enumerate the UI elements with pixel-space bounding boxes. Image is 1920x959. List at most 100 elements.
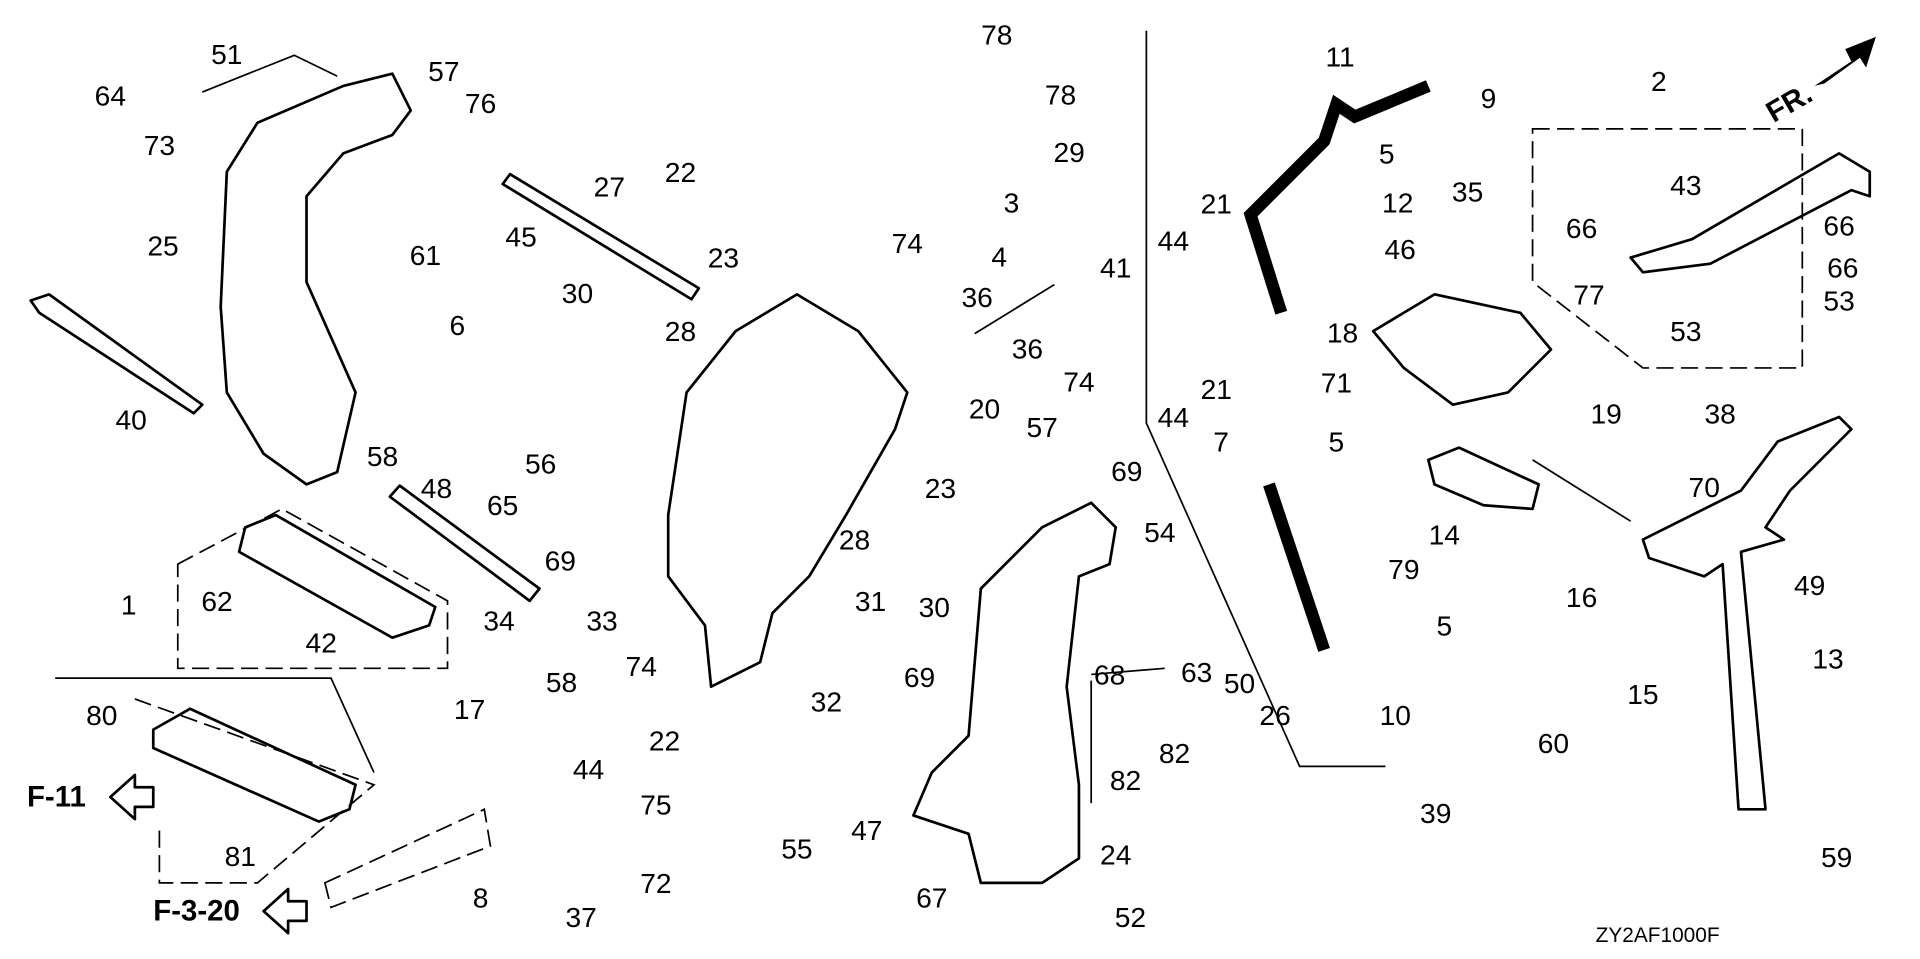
callout-11: 11	[1325, 41, 1354, 73]
figure-code: ZY2AF1000F	[1596, 924, 1720, 947]
callout-65: 65	[487, 489, 518, 521]
callout-58: 58	[367, 440, 398, 472]
callout-39: 39	[1420, 797, 1451, 829]
arrow-left-icon	[108, 773, 155, 821]
callout-80: 80	[86, 699, 117, 731]
callout-71: 71	[1321, 367, 1352, 399]
callout-44: 44	[1158, 224, 1189, 256]
callout-4: 4	[991, 240, 1007, 272]
rod-2	[1629, 152, 1872, 274]
callout-74: 74	[1063, 365, 1094, 397]
callout-47: 47	[851, 814, 882, 846]
front-label: FR.	[1761, 77, 1819, 129]
reference-f-11[interactable]: F-11	[27, 773, 155, 821]
callout-77: 77	[1573, 278, 1604, 310]
part-drawings	[29, 72, 1872, 885]
callout-15: 15	[1627, 678, 1658, 710]
callout-59: 59	[1821, 841, 1852, 873]
tilt-shaft	[501, 172, 701, 301]
callout-66: 66	[1823, 210, 1854, 242]
front-arrow-icon	[1814, 36, 1876, 86]
callout-14: 14	[1429, 519, 1460, 551]
callout-30: 30	[562, 277, 593, 309]
callout-31: 31	[855, 585, 886, 617]
callout-23: 23	[708, 242, 739, 274]
callout-66: 66	[1566, 212, 1597, 244]
callout-63: 63	[1181, 656, 1212, 688]
hose	[1243, 80, 1431, 315]
callout-5: 5	[1436, 609, 1452, 641]
callout-28: 28	[665, 315, 696, 347]
callout-73: 73	[144, 129, 175, 161]
callout-45: 45	[505, 221, 536, 253]
callout-58: 58	[546, 666, 577, 698]
callout-19: 19	[1590, 397, 1621, 429]
callout-76: 76	[465, 87, 496, 119]
stern-bracket-left	[219, 72, 413, 486]
callout-68: 68	[1094, 658, 1125, 690]
callout-26: 26	[1259, 699, 1290, 731]
callout-61: 61	[410, 239, 441, 271]
callout-72: 72	[640, 867, 671, 899]
callout-34: 34	[483, 604, 514, 636]
bolt-40	[29, 293, 204, 415]
callout-16: 16	[1566, 581, 1597, 613]
callout-10: 10	[1380, 699, 1411, 731]
callout-38: 38	[1704, 397, 1735, 429]
callout-44: 44	[1158, 401, 1189, 433]
callout-30: 30	[919, 591, 950, 623]
cover-plate	[237, 513, 437, 640]
callout-53: 53	[1670, 315, 1701, 347]
callout-44: 44	[573, 753, 604, 785]
callout-27: 27	[594, 170, 625, 202]
callout-7: 7	[1213, 425, 1229, 457]
callout-20: 20	[969, 392, 1000, 424]
callout-33: 33	[586, 604, 617, 636]
callout-54: 54	[1144, 516, 1175, 548]
front-indicator: FR.	[1761, 36, 1876, 129]
reference-label: F-11	[27, 781, 86, 814]
callout-69: 69	[904, 661, 935, 693]
callout-36: 36	[961, 281, 992, 313]
callout-60: 60	[1538, 727, 1569, 759]
callout-75: 75	[640, 788, 671, 820]
callout-29: 29	[1053, 136, 1084, 168]
callout-74: 74	[626, 650, 657, 682]
callout-12: 12	[1382, 186, 1413, 218]
callout-55: 55	[781, 833, 812, 865]
callout-40: 40	[116, 403, 147, 435]
swivel-shaft	[1641, 415, 1853, 811]
callout-66: 66	[1827, 251, 1858, 283]
callout-48: 48	[421, 472, 452, 504]
reference-label: F-3-20	[153, 895, 240, 928]
callout-23: 23	[925, 472, 956, 504]
stern-bracket-right	[912, 501, 1118, 885]
reference-f-3-20[interactable]: F-3-20	[153, 887, 308, 935]
callout-18: 18	[1327, 316, 1358, 348]
callout-69: 69	[1111, 455, 1142, 487]
callout-21: 21	[1201, 373, 1232, 405]
callout-28: 28	[839, 524, 870, 556]
callout-2: 2	[1651, 65, 1667, 97]
callout-64: 64	[95, 80, 126, 112]
callout-46: 46	[1384, 233, 1415, 265]
hose-79	[1263, 482, 1330, 652]
callout-9: 9	[1481, 82, 1497, 114]
callout-81: 81	[225, 840, 256, 872]
callout-69: 69	[545, 544, 576, 576]
callout-5: 5	[1379, 137, 1395, 169]
callout-1: 1	[121, 589, 137, 621]
pipe-34	[388, 484, 541, 603]
callout-24: 24	[1100, 839, 1131, 871]
callout-32: 32	[811, 685, 842, 717]
callout-13: 13	[1812, 643, 1843, 675]
swivel-case	[666, 293, 909, 689]
callout-56: 56	[525, 448, 556, 480]
bracket-14	[1427, 446, 1541, 511]
callout-42: 42	[306, 627, 337, 659]
plate-80	[151, 707, 357, 823]
callout-57: 57	[1026, 411, 1057, 443]
callout-17: 17	[454, 693, 485, 725]
